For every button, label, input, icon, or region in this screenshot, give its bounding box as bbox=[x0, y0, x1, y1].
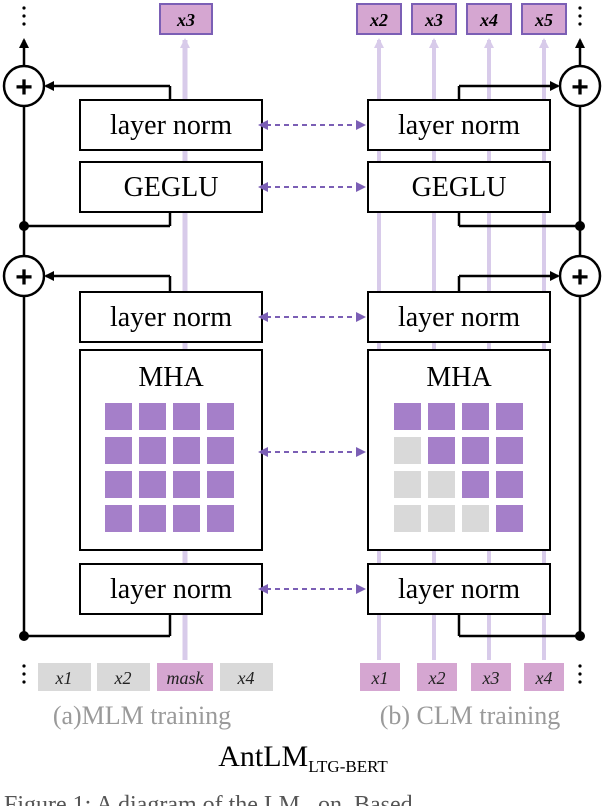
attention-cell-visible bbox=[496, 403, 523, 430]
left-mha-label: MHA bbox=[138, 362, 204, 393]
attention-cell-visible bbox=[394, 403, 421, 430]
attention-cell-visible bbox=[496, 437, 523, 464]
attention-cell-visible bbox=[173, 471, 200, 498]
left-add-top: + bbox=[2, 64, 46, 108]
attention-cell-visible bbox=[428, 437, 455, 464]
add-nodes: + + + + bbox=[2, 64, 602, 298]
right-add-top: + bbox=[558, 64, 602, 108]
attention-cell-visible bbox=[105, 403, 132, 430]
attention-cell-visible bbox=[105, 471, 132, 498]
right-layer-norm-mid bbox=[367, 291, 551, 343]
right-caption: (b) CLM training bbox=[380, 701, 561, 730]
weight-sharing-arrows bbox=[258, 120, 366, 594]
svg-text:+: + bbox=[15, 261, 33, 294]
right-add-mid: + bbox=[558, 254, 602, 298]
left-input-token: x2 bbox=[114, 668, 132, 688]
attention-cell-masked bbox=[428, 471, 455, 498]
right-output-token: x3 bbox=[424, 10, 443, 30]
right-input-token: x2 bbox=[428, 668, 446, 688]
left-layer-norm-mid bbox=[79, 291, 263, 343]
attention-cell-visible bbox=[496, 505, 523, 532]
right-layer-norm-mid-label: layer norm bbox=[398, 302, 520, 333]
right-geglu-block bbox=[367, 161, 551, 213]
right-mha-label: MHA bbox=[426, 362, 492, 393]
right-input-token: x1 bbox=[371, 668, 389, 688]
svg-text:+: + bbox=[571, 71, 589, 104]
attention-cell-masked bbox=[394, 505, 421, 532]
left-input-token: mask bbox=[167, 668, 205, 688]
attention-cell-visible bbox=[139, 505, 166, 532]
attention-cell-visible bbox=[173, 437, 200, 464]
attention-cell-masked bbox=[428, 505, 455, 532]
left-input-tokens: x1 x2 mask x4 bbox=[38, 663, 273, 691]
left-layer-norm-bottom bbox=[79, 563, 263, 615]
figure-caption-partial: Figure 1: A diagram of the LM...on. Base… bbox=[4, 792, 431, 806]
right-output-token: x4 bbox=[479, 10, 498, 30]
right-layer-norm-bottom-label: layer norm bbox=[398, 574, 520, 605]
title-subscript: LTG-BERT bbox=[308, 757, 388, 776]
attention-cell-masked bbox=[394, 437, 421, 464]
right-column: layer norm GEGLU layer norm MHA layer no… bbox=[367, 99, 551, 615]
svg-text:+: + bbox=[571, 261, 589, 294]
svg-text:+: + bbox=[15, 71, 33, 104]
left-add-mid: + bbox=[2, 254, 46, 298]
right-output-token: x5 bbox=[534, 10, 553, 30]
attention-cell-visible bbox=[207, 403, 234, 430]
left-residual bbox=[19, 38, 172, 641]
attention-cell-visible bbox=[139, 437, 166, 464]
attention-cell-visible bbox=[207, 471, 234, 498]
left-layer-norm-top-label: layer norm bbox=[110, 110, 232, 141]
right-input-tokens: x1 x2 x3 x4 bbox=[360, 663, 564, 691]
title-main: AntLM bbox=[218, 740, 308, 773]
attention-cell-visible bbox=[139, 403, 166, 430]
attention-cell-visible bbox=[462, 403, 489, 430]
right-output-token: x2 bbox=[369, 10, 388, 30]
right-input-token: x3 bbox=[482, 668, 500, 688]
left-output-token: x3 bbox=[176, 10, 195, 30]
attention-cell-visible bbox=[173, 505, 200, 532]
attention-cell-visible bbox=[105, 505, 132, 532]
attention-cell-visible bbox=[496, 471, 523, 498]
right-layer-norm-bottom bbox=[367, 563, 551, 615]
left-input-token: x1 bbox=[55, 668, 73, 688]
ellipsis-marks bbox=[22, 6, 582, 684]
attention-cell-visible bbox=[207, 437, 234, 464]
left-output-tokens: x3 bbox=[159, 3, 213, 35]
right-residual bbox=[457, 38, 585, 641]
attention-cell-visible bbox=[462, 437, 489, 464]
left-geglu-block bbox=[79, 161, 263, 213]
attention-cell-visible bbox=[105, 437, 132, 464]
left-layer-norm-bottom-label: layer norm bbox=[110, 574, 232, 605]
right-output-tokens: x2 x3 x4 x5 bbox=[356, 3, 567, 35]
attention-cell-visible bbox=[173, 403, 200, 430]
attention-cell-masked bbox=[394, 471, 421, 498]
left-input-token: x4 bbox=[237, 668, 255, 688]
left-layer-norm-mid-label: layer norm bbox=[110, 302, 232, 333]
right-attention-grid bbox=[394, 403, 523, 532]
left-attention-grid bbox=[105, 403, 234, 532]
right-layer-norm-top-label: layer norm bbox=[398, 110, 520, 141]
attention-cell-visible bbox=[428, 403, 455, 430]
left-column: layer norm GEGLU layer norm MHA layer no… bbox=[79, 99, 263, 615]
diagram-title: AntLMLTG-BERT bbox=[218, 740, 388, 776]
attention-cell-masked bbox=[462, 505, 489, 532]
right-layer-norm-top bbox=[367, 99, 551, 151]
left-caption: (a)MLM training bbox=[53, 701, 231, 730]
left-geglu-label: GEGLU bbox=[124, 172, 219, 203]
right-input-token: x4 bbox=[535, 668, 553, 688]
attention-cell-visible bbox=[207, 505, 234, 532]
attention-cell-visible bbox=[139, 471, 166, 498]
right-geglu-label: GEGLU bbox=[412, 172, 507, 203]
left-layer-norm-top bbox=[79, 99, 263, 151]
attention-cell-visible bbox=[462, 471, 489, 498]
